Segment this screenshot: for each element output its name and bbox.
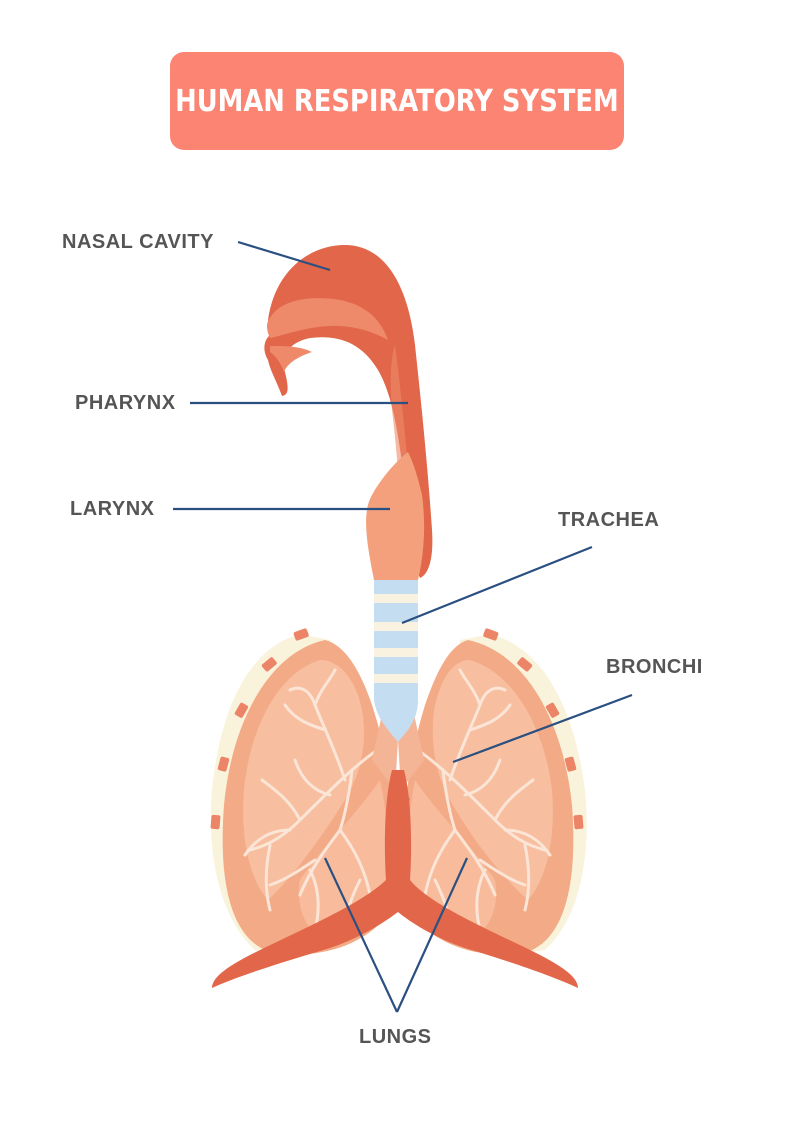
blood-vessel xyxy=(212,770,578,988)
nasal-septum xyxy=(270,346,312,372)
leader-line-trachea xyxy=(401,545,593,625)
page-title: HUMAN RESPIRATORY SYSTEM xyxy=(175,83,619,119)
label-trachea: TRACHEA xyxy=(558,509,660,531)
nasal-cavity-inner xyxy=(267,298,388,340)
label-pharynx: PHARYNX xyxy=(75,392,176,414)
larynx-shape xyxy=(366,452,425,580)
title-banner: HUMAN RESPIRATORY SYSTEM xyxy=(170,52,624,150)
leader-line-bronchi xyxy=(452,693,633,764)
leader-line-lungs-left xyxy=(324,857,398,1013)
leader-line-lungs-right xyxy=(395,857,469,1013)
left-pleura-ticks xyxy=(210,628,309,830)
label-larynx: LARYNX xyxy=(70,498,155,520)
label-nasal-cavity: NASAL CAVITY xyxy=(62,231,214,253)
leader-lines xyxy=(173,240,633,1013)
right-pleura-ticks xyxy=(483,628,584,830)
right-lung xyxy=(403,628,587,955)
left-lung-branches xyxy=(243,668,387,937)
leader-line-nasal-cavity xyxy=(237,240,331,272)
label-lungs: LUNGS xyxy=(359,1026,432,1048)
left-lung xyxy=(210,628,396,955)
label-bronchi: BRONCHI xyxy=(606,656,703,678)
trachea-tube xyxy=(374,578,418,742)
trachea xyxy=(374,578,418,742)
trachea-rings xyxy=(374,594,418,683)
